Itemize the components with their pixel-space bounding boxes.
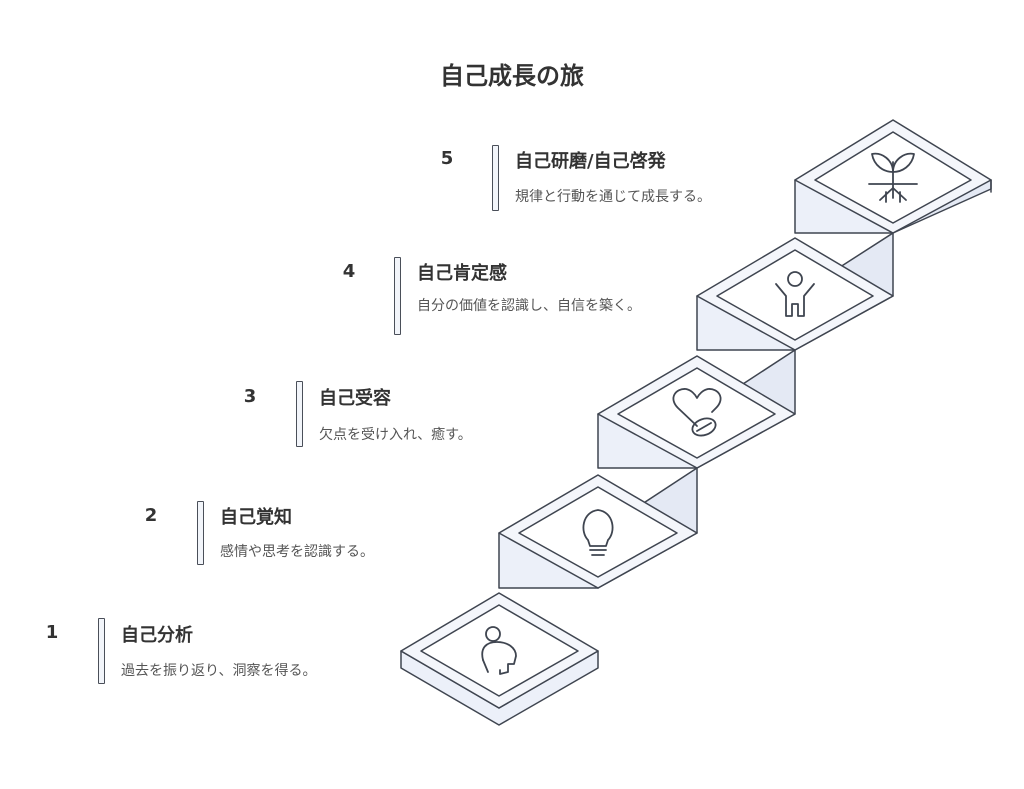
step-bar [492,145,499,211]
step-description: 規律と行動を通じて成長する。 [515,189,711,205]
step-number: 5 [440,148,454,169]
diagram-title: 自己成長の旅 [440,62,584,90]
stair-step-3 [597,349,796,469]
step-number: 1 [45,622,59,643]
stair-step-4 [696,232,894,351]
heart-pill-icon [672,388,722,437]
step-number: 2 [144,505,158,526]
step-bar [98,618,105,684]
step-bar [394,257,401,335]
step-title: 自己覚知 [220,507,292,528]
stair-step-1 [400,592,599,726]
step-bar [197,501,204,565]
person-arms-raised-icon [775,271,815,317]
plant-roots-icon [868,152,918,203]
step-number: 4 [342,261,356,282]
lightbulb-icon [582,509,614,556]
step-title: 自己受容 [319,388,391,409]
step-description: 欠点を受け入れ、癒す。 [319,427,472,443]
step-description: 過去を振り返り、洞察を得る。 [121,663,317,679]
step-description: 感情や思考を認識する。 [220,544,374,560]
step-title: 自己肯定感 [417,263,507,284]
step-number: 3 [243,386,257,407]
step-bar [296,381,303,447]
step-title: 自己分析 [121,625,193,646]
step-description: 自分の価値を認識し、自信を築く。 [417,298,641,314]
head-silhouette-icon [481,626,517,675]
stair-step-2 [498,467,698,589]
step-title: 自己研磨/自己啓発 [515,151,666,172]
